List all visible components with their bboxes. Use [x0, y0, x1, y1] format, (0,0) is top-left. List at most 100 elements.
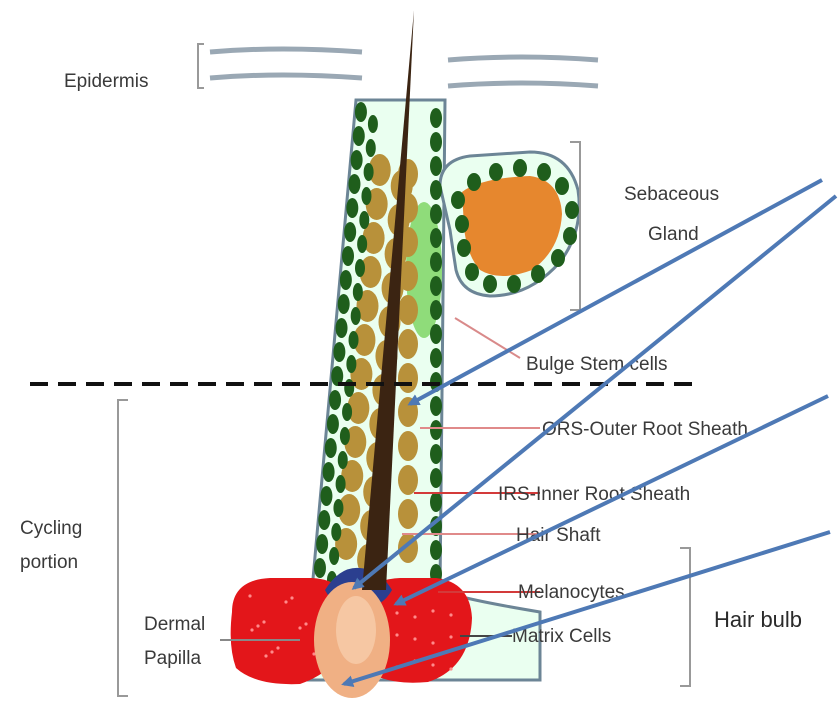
outer-sheath-cell	[344, 222, 356, 242]
matrix-speckle	[449, 635, 452, 638]
outer-sheath-cell	[340, 270, 352, 290]
matrix-speckle	[256, 624, 259, 627]
bulge-stem-cells-label: Bulge Stem cells	[526, 354, 668, 375]
epidermis-layers	[210, 49, 598, 86]
outer-sheath-cell	[430, 276, 442, 296]
sebaceous-cell	[467, 173, 481, 191]
sebaceous-cell	[465, 263, 479, 281]
matrix-speckle	[413, 637, 416, 640]
outer-sheath-cell	[329, 390, 341, 410]
matrix-speckle	[449, 613, 452, 616]
outer-sheath-cell	[338, 294, 350, 314]
outer-sheath-cell	[361, 187, 371, 205]
outer-sheath-cell	[316, 534, 328, 554]
outer-sheath-cell	[314, 558, 326, 578]
outer-sheath-cell	[430, 468, 442, 488]
outer-sheath-cell	[349, 331, 359, 349]
epidermis-layer-right	[448, 83, 598, 86]
outer-sheath-cell	[368, 115, 378, 133]
outer-sheath-cell	[331, 523, 341, 541]
outer-sheath-cell	[336, 318, 348, 338]
outer-sheath-cell	[333, 342, 345, 362]
dermal-papilla-inner	[336, 596, 376, 664]
sebaceous-cell	[563, 227, 577, 245]
sebaceous-label-line1: Sebaceous	[624, 184, 719, 205]
outer-sheath-cell	[348, 174, 360, 194]
epidermis-bracket	[198, 44, 204, 88]
outer-sheath-cell	[430, 540, 442, 560]
matrix-speckle	[431, 609, 434, 612]
outer-sheath-cell	[430, 396, 442, 416]
epidermis-layer-right	[448, 57, 598, 60]
outer-sheath-cell	[351, 307, 361, 325]
epidermis-label: Epidermis	[64, 71, 148, 92]
sebaceous-cell	[513, 159, 527, 177]
matrix-speckle	[304, 622, 307, 625]
epidermis-layer-left	[210, 49, 362, 52]
cycling-label-line1: Cycling	[20, 518, 82, 539]
dermal-label-line2: Papilla	[144, 648, 201, 669]
outer-sheath-cell	[430, 156, 442, 176]
cycling-label-line2: portion	[20, 552, 78, 573]
outer-sheath-cell	[357, 235, 367, 253]
matrix-speckle	[298, 626, 301, 629]
outer-sheath-cell	[318, 510, 330, 530]
sebaceous-cell	[537, 163, 551, 181]
matrix-speckle	[270, 650, 273, 653]
outer-sheath-cell	[351, 150, 363, 170]
outer-sheath-cell	[364, 163, 374, 181]
sebaceous-cell	[531, 265, 545, 283]
outer-sheath-cell	[355, 102, 367, 122]
irs-label: IRS-Inner Root Sheath	[498, 484, 690, 505]
hair-shaft-label: Hair Shaft	[516, 525, 601, 546]
outer-sheath-cell	[430, 420, 442, 440]
outer-sheath-cell	[325, 438, 337, 458]
outer-sheath-cell	[353, 283, 363, 301]
inner-sheath-cell	[398, 295, 418, 325]
matrix-speckle	[290, 596, 293, 599]
outer-sheath-cell	[342, 403, 352, 421]
outer-sheath-cell	[340, 427, 350, 445]
matrix-speckle	[395, 611, 398, 614]
inner-sheath-cell	[398, 499, 418, 529]
outer-sheath-cell	[430, 204, 442, 224]
inner-sheath-cell	[398, 465, 418, 495]
outer-sheath-cell	[346, 198, 358, 218]
outer-sheath-cell	[353, 126, 365, 146]
sebaceous-gland-shape	[440, 152, 579, 296]
outer-sheath-cell	[430, 300, 442, 320]
hair-bulb-label: Hair bulb	[714, 607, 802, 632]
matrix-speckle	[248, 594, 251, 597]
matrix-speckle	[449, 667, 452, 670]
outer-sheath-cell	[430, 492, 442, 512]
outer-sheath-cell	[346, 355, 356, 373]
sebaceous-label-line2: Gland	[648, 224, 699, 245]
sebaceous-cell	[451, 191, 465, 209]
outer-sheath-cell	[327, 414, 339, 434]
inner-sheath-cell	[398, 363, 418, 393]
outer-sheath-cell	[333, 499, 343, 517]
matrix-speckle	[413, 615, 416, 618]
outer-sheath-cell	[336, 475, 346, 493]
matrix-speckle	[264, 654, 267, 657]
outer-sheath-cell	[359, 211, 369, 229]
matrix-speckle	[262, 620, 265, 623]
matrix-speckle	[276, 646, 279, 649]
sebaceous-cell	[457, 239, 471, 257]
matrix-speckle	[395, 633, 398, 636]
matrix-speckle	[431, 641, 434, 644]
outer-sheath-cell	[320, 486, 332, 506]
outer-sheath-cell	[338, 451, 348, 469]
inner-sheath-cell	[398, 431, 418, 461]
matrix-speckle	[431, 663, 434, 666]
cycling-bracket	[118, 400, 128, 696]
outer-sheath-cell	[430, 228, 442, 248]
outer-sheath-cell	[329, 547, 339, 565]
sebaceous-cell	[551, 249, 565, 267]
outer-sheath-cell	[430, 180, 442, 200]
outer-sheath-cell	[323, 462, 335, 482]
outer-sheath-cell	[342, 246, 354, 266]
outer-sheath-cell	[430, 324, 442, 344]
